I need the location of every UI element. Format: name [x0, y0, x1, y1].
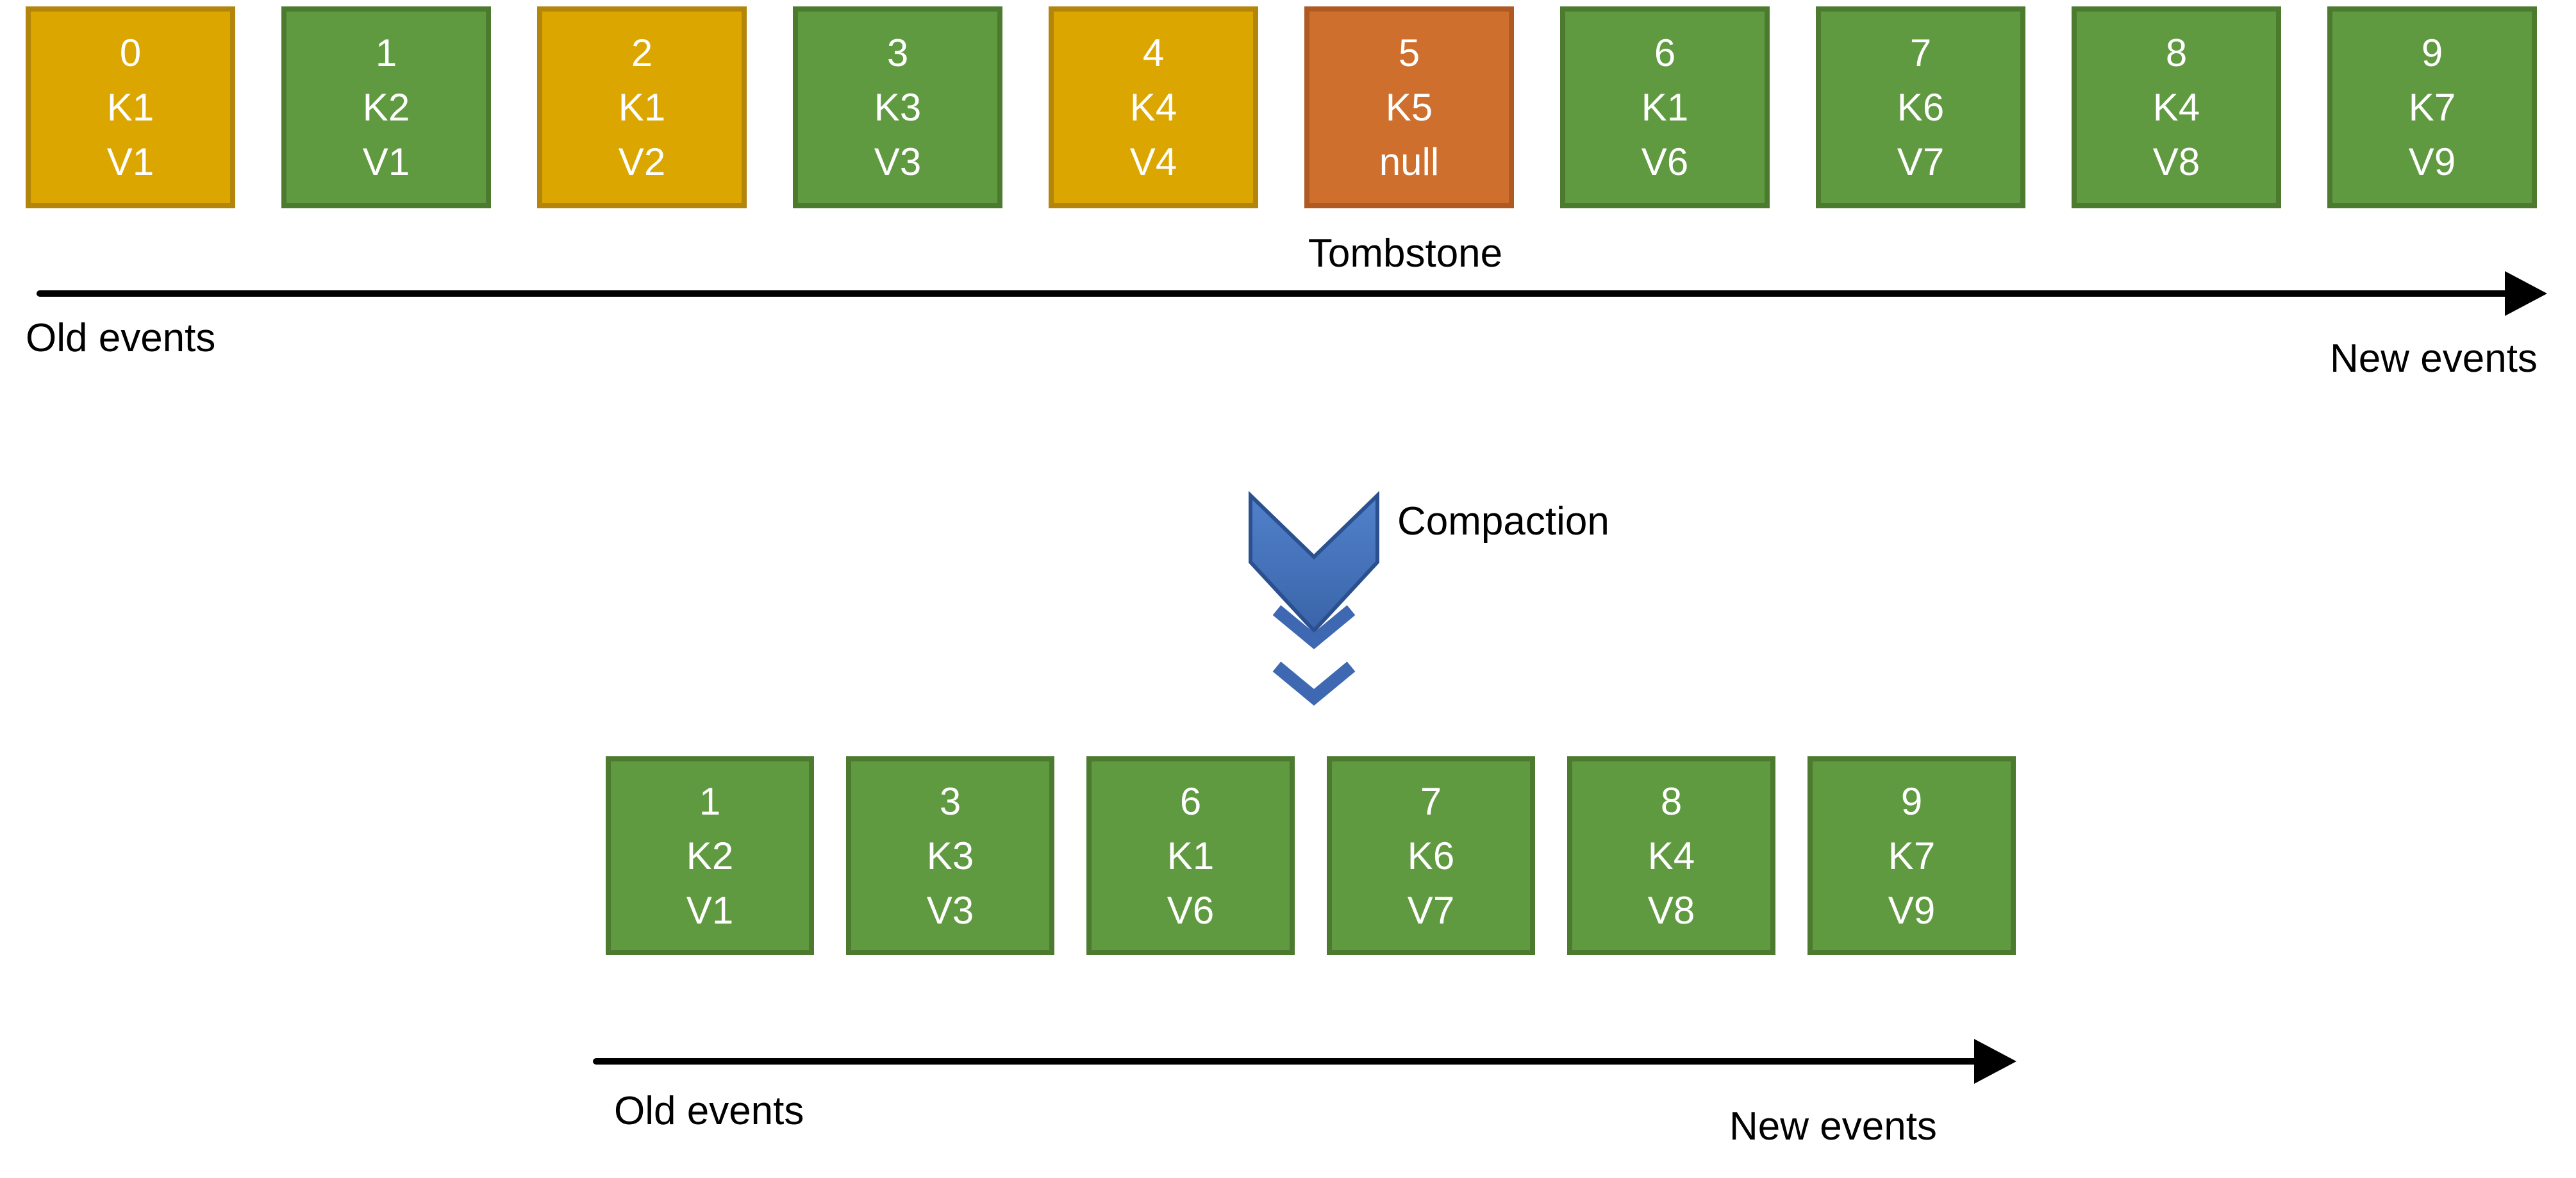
event-offset: 6 [1654, 31, 1676, 74]
event-offset: 8 [2165, 31, 2188, 74]
event-offset: 2 [631, 31, 653, 74]
event-key: K1 [1167, 834, 1215, 877]
event-offset: 0 [119, 31, 142, 74]
bottom-timeline-arrow [593, 1039, 2016, 1084]
event-value: V3 [874, 140, 922, 183]
event-key: K7 [2408, 86, 2456, 129]
event-offset: 9 [1900, 779, 1923, 823]
event-key: K6 [1407, 834, 1455, 877]
event-key: K3 [874, 86, 922, 129]
event-value: V3 [926, 888, 974, 932]
event-key: K5 [1385, 86, 1433, 129]
event-offset: 3 [886, 31, 909, 74]
compaction-label: Compaction [1397, 499, 1609, 543]
event-value: V7 [1897, 140, 1945, 183]
event-key: K4 [1129, 86, 1177, 129]
event-value: V8 [2152, 140, 2200, 183]
top-arrowhead-icon [2505, 271, 2547, 316]
event-value: V8 [1647, 888, 1695, 932]
top-timeline-arrow [37, 271, 2547, 316]
event-offset: 7 [1420, 779, 1442, 823]
compaction-chevron-icon [1249, 490, 1379, 706]
event-key: K2 [686, 834, 734, 877]
event-offset: 3 [939, 779, 961, 823]
new-events-label-top: New events [2330, 336, 2538, 381]
event-key: K1 [618, 86, 666, 129]
event-offset: 9 [2421, 31, 2443, 74]
event-key: K3 [926, 834, 974, 877]
new-events-label-bottom: New events [1729, 1104, 1937, 1149]
event-offset: 1 [375, 31, 397, 74]
bottom-arrowhead-icon [1974, 1039, 2016, 1084]
event-value: V6 [1641, 140, 1689, 183]
old-events-label-bottom: Old events [614, 1089, 804, 1133]
event-key: K7 [1888, 834, 1936, 877]
event-offset: 1 [699, 779, 721, 823]
event-offset: 5 [1398, 31, 1420, 74]
event-value: V7 [1407, 888, 1455, 932]
event-value: V1 [686, 888, 734, 932]
event-value: V9 [2408, 140, 2456, 183]
event-offset: 6 [1179, 779, 1202, 823]
event-offset: 7 [1909, 31, 1932, 74]
event-value: V9 [1888, 888, 1936, 932]
event-key: K4 [1647, 834, 1695, 877]
tombstone-label: Tombstone [1308, 231, 1503, 276]
event-offset: 4 [1142, 31, 1165, 74]
event-value: V1 [362, 140, 410, 183]
event-value: V1 [106, 140, 154, 183]
event-value: V2 [618, 140, 666, 183]
event-key: K1 [1641, 86, 1689, 129]
chevron-accent-2 [1272, 661, 1356, 706]
chevron-accent-1 [1272, 605, 1356, 649]
event-key: K4 [2152, 86, 2200, 129]
event-key: K6 [1897, 86, 1945, 129]
event-offset: 8 [1660, 779, 1683, 823]
event-value: V4 [1129, 140, 1177, 183]
event-value: V6 [1167, 888, 1215, 932]
event-key: K2 [362, 86, 410, 129]
event-key: K1 [106, 86, 154, 129]
old-events-label-top: Old events [26, 316, 216, 360]
event-value: null [1379, 140, 1440, 183]
